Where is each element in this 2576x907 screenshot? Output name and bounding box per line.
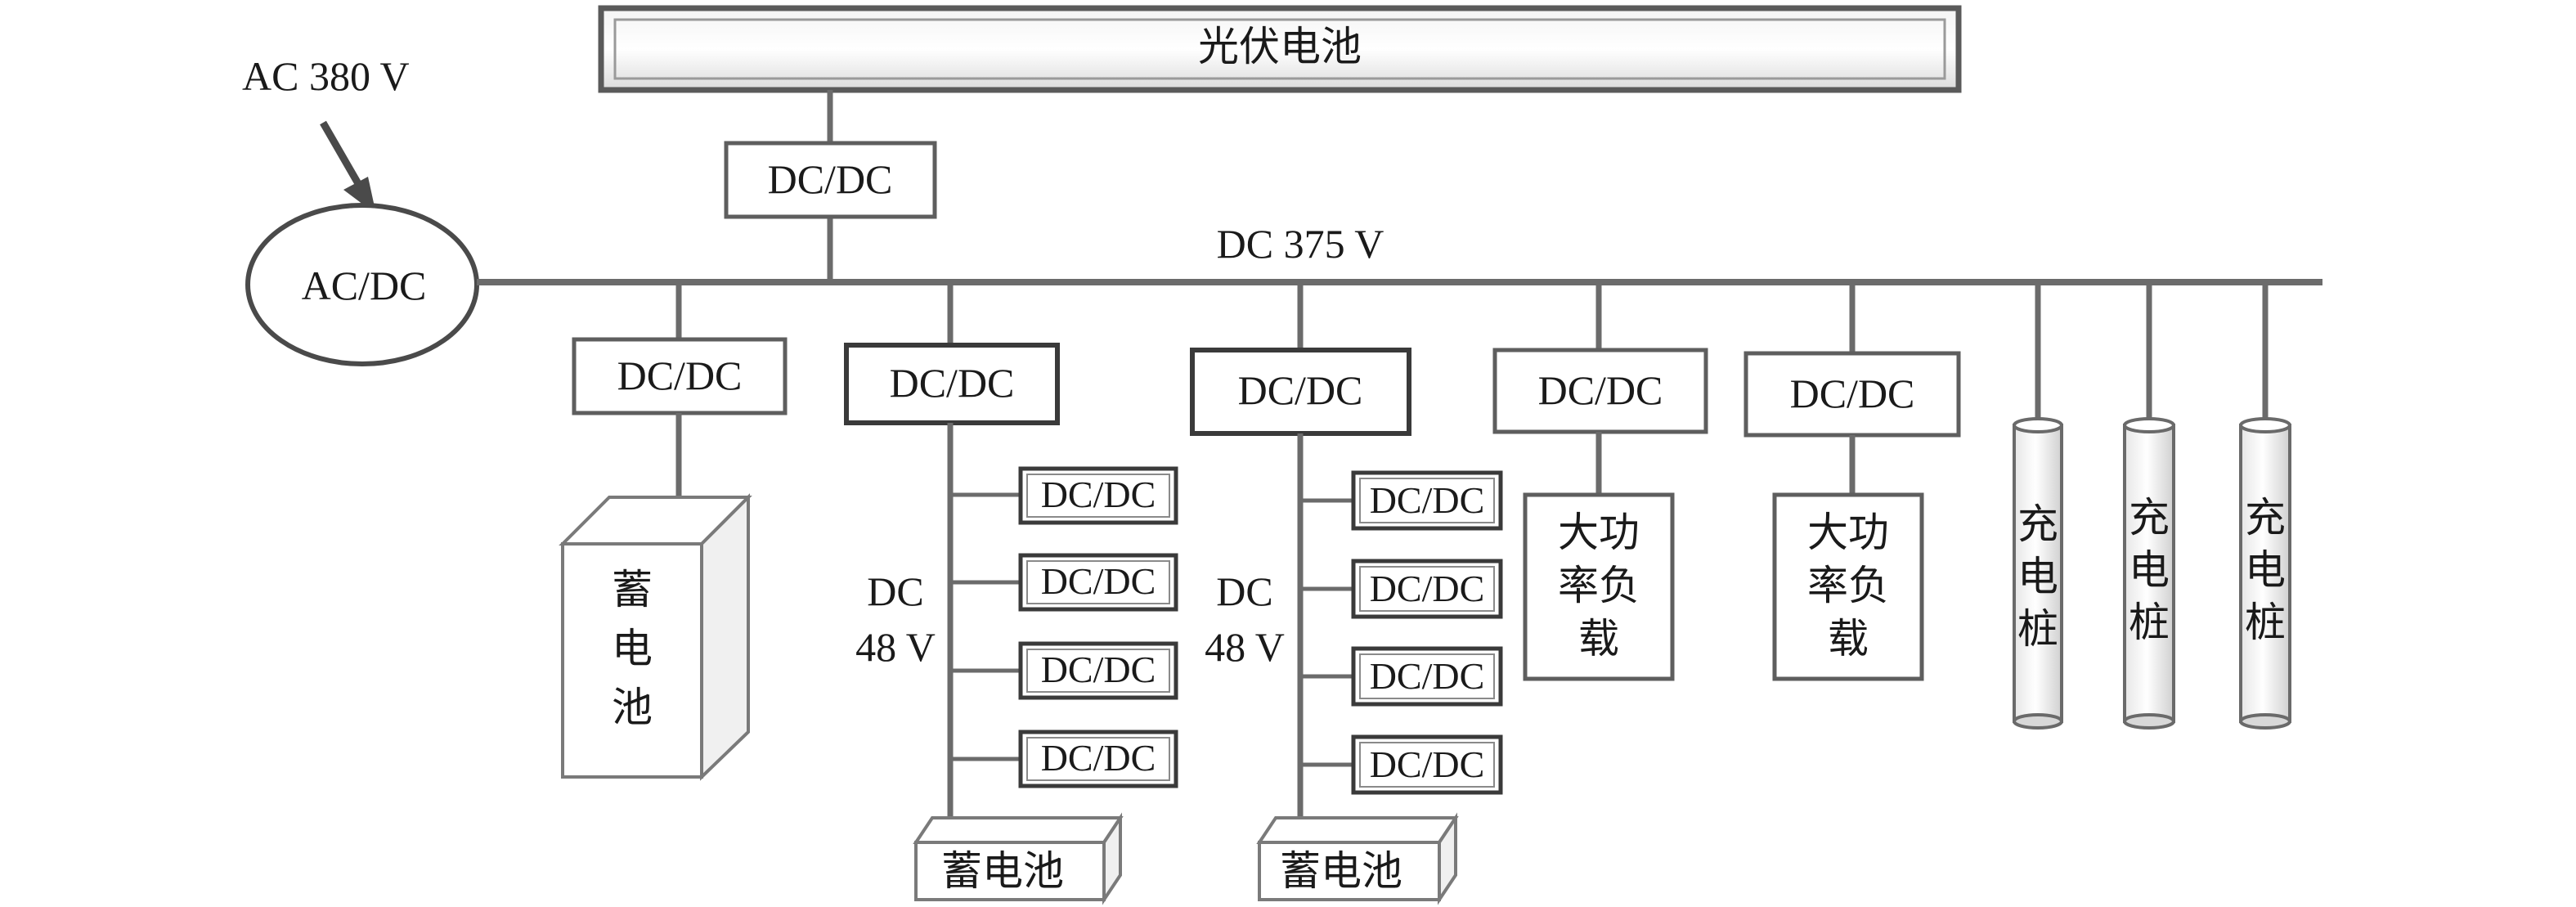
charger-2-char-2: 电 [2129, 547, 2170, 593]
branch4-dcdc-box: DC/DC [1492, 348, 1708, 434]
branch2-sub-dcdc-1: DC/DC [1018, 466, 1178, 525]
branch3-sub-dcdc-1-label: DC/DC [1370, 479, 1485, 521]
ac-dc-converter: AC/DC [245, 203, 479, 366]
charger-3-char-2: 电 [2245, 547, 2286, 593]
pv-label: 光伏电池 [1198, 24, 1362, 70]
branch2-dcdc-label: DC/DC [890, 360, 1015, 406]
branch2-dc-label: DC [867, 568, 923, 614]
charger-1-char-1: 充 [2017, 501, 2058, 547]
branch2-sub-dcdc-3: DC/DC [1018, 641, 1178, 700]
pv-dcdc-label: DC/DC [768, 156, 893, 202]
branch3-sub-dcdc-1: DC/DC [1351, 470, 1503, 531]
tall-battery: 蓄 电 池 [559, 493, 752, 781]
branch5-load: 大功 率负 载 [1772, 492, 1924, 681]
branch5-dcdc-box: DC/DC [1744, 351, 1961, 438]
branch2-sub-dcdc-4-label: DC/DC [1041, 737, 1156, 779]
branch2-sub-dcdc-3-label: DC/DC [1041, 649, 1156, 690]
branch3-dcdc-label: DC/DC [1238, 367, 1363, 413]
branch4-dcdc-label: DC/DC [1538, 367, 1663, 413]
charger-2-char-1: 充 [2129, 495, 2170, 541]
charger-3-char-1: 充 [2245, 495, 2286, 541]
branch2-sub-dcdc-4: DC/DC [1018, 730, 1178, 788]
branch2-sub-dcdc-1-label: DC/DC [1041, 474, 1156, 515]
branch2-battery-label: 蓄电池 [941, 848, 1064, 894]
branch3-sub-dcdc-3: DC/DC [1351, 646, 1503, 707]
charger-3: 充 电 桩 [2239, 417, 2291, 730]
branch5-load-line2: 率负 [1807, 563, 1889, 608]
branch2-sub-dcdc-2-label: DC/DC [1041, 560, 1156, 602]
tall-battery-char-3: 池 [612, 685, 653, 730]
branch5-dcdc-label: DC/DC [1790, 370, 1915, 416]
charger-1: 充 电 桩 [2013, 417, 2063, 730]
branch3-sub-dcdc-3-label: DC/DC [1370, 655, 1485, 697]
charger-1-char-3: 桩 [2017, 606, 2058, 652]
ac-arrow [320, 120, 376, 214]
branch3-sub-dcdc-4-label: DC/DC [1370, 743, 1485, 785]
ac-source-label: AC 380 V [242, 53, 410, 99]
pv-panel: 光伏电池 [598, 5, 1962, 93]
tall-battery-char-2: 电 [612, 626, 653, 671]
branch3-48v-label: 48 V [1205, 624, 1285, 670]
branch4-load-line1: 大功 [1558, 510, 1640, 555]
tall-battery-char-1: 蓄 [612, 567, 653, 613]
branch1-dcdc-label: DC/DC [617, 352, 743, 398]
branch3-battery: 蓄电池 [1256, 812, 1459, 905]
branch2-sub-dcdc-2: DC/DC [1018, 553, 1178, 612]
branch3-battery-label: 蓄电池 [1280, 848, 1402, 894]
charger-2: 充 电 桩 [2123, 417, 2175, 730]
branch4-load-line3: 载 [1578, 616, 1619, 662]
branch4-load-line2: 率负 [1558, 563, 1640, 608]
branch5-load-line1: 大功 [1807, 510, 1889, 555]
branch3-sub-dcdc-4: DC/DC [1351, 734, 1503, 795]
branch3-sub-dcdc-2-label: DC/DC [1370, 568, 1485, 609]
branch2-48v-label: 48 V [855, 624, 936, 670]
branch5-load-line3: 载 [1828, 616, 1869, 662]
ac-dc-label: AC/DC [302, 263, 427, 308]
branch1-dcdc-box: DC/DC [572, 337, 788, 415]
charger-1-char-2: 电 [2017, 554, 2058, 599]
branch4-load: 大功 率负 载 [1523, 492, 1675, 681]
branch3-dc-label: DC [1216, 568, 1272, 614]
branch3-sub-dcdc-2: DC/DC [1351, 559, 1503, 619]
branch2-battery: 蓄电池 [913, 812, 1124, 905]
charger-3-char-3: 桩 [2245, 599, 2286, 645]
branch2-dcdc-box: DC/DC [844, 343, 1060, 425]
branch3-dcdc-box: DC/DC [1190, 348, 1411, 436]
charger-2-char-3: 桩 [2129, 599, 2170, 645]
pv-dcdc-box: DC/DC [724, 141, 937, 219]
dc-bus-label: DC 375 V [1217, 221, 1384, 267]
